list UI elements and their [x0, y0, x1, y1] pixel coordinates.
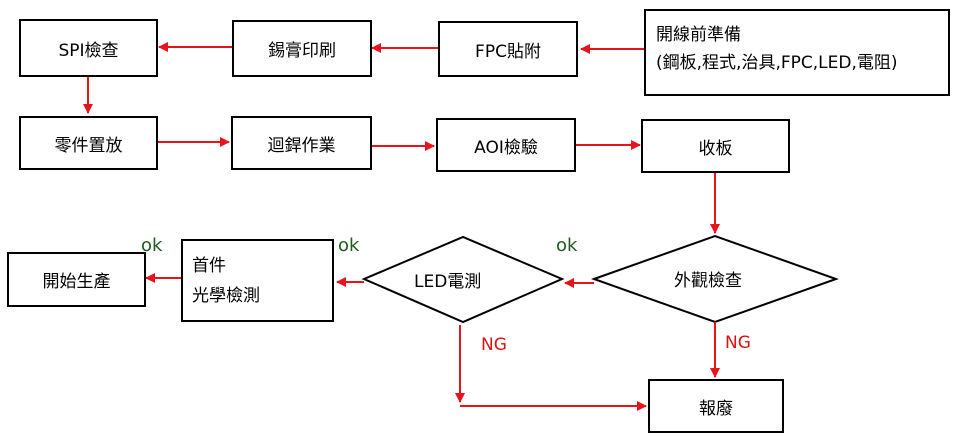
solder-print-box: 錫膏印刷 [232, 20, 372, 77]
first-article-line2: 光學檢測 [192, 286, 260, 306]
placement-box: 零件置放 [19, 116, 158, 170]
reflow-label: 迴銲作業 [267, 135, 336, 156]
placement-label: 零件置放 [54, 135, 123, 156]
reflow-box: 迴銲作業 [231, 116, 372, 170]
ng-label-led: NG [481, 335, 507, 355]
prep-items: (鋼板,程式,治具,FPC,LED,電阻) [656, 53, 898, 73]
fpc-attach-label: FPC貼附 [475, 41, 541, 62]
first-article-line1: 首件 [192, 256, 226, 276]
visual-check-label: 外觀檢查 [674, 271, 742, 291]
scrap-label: 報廢 [699, 398, 733, 419]
collect-box: 收板 [641, 119, 790, 173]
ok-label-led: ok [338, 235, 360, 256]
solder-print-label: 錫膏印刷 [268, 41, 336, 61]
first-article-box: 首件 光學檢測 [181, 239, 334, 322]
aoi-box: AOI檢驗 [436, 118, 576, 172]
led-test-label: LED電測 [414, 272, 482, 292]
ng-label-visual: NG [725, 333, 751, 353]
start-production-box: 開始生產 [7, 252, 146, 307]
prep-box: 開線前準備 (鋼板,程式,治具,FPC,LED,電阻) [644, 9, 950, 96]
spi-box: SPI檢查 [19, 19, 158, 77]
start-production-label: 開始生產 [42, 272, 111, 292]
visual-check-diamond [591, 234, 839, 324]
ok-label-first: ok [141, 235, 163, 256]
prep-title: 開線前準備 [656, 25, 741, 45]
collect-label: 收板 [698, 138, 733, 159]
spi-label: SPI檢查 [58, 40, 119, 61]
led-test-diamond [361, 235, 565, 324]
aoi-label: AOI檢驗 [474, 137, 538, 158]
scrap-box: 報廢 [648, 379, 784, 433]
ok-label-visual: ok [556, 235, 578, 256]
fpc-attach-box: FPC貼附 [438, 21, 578, 77]
